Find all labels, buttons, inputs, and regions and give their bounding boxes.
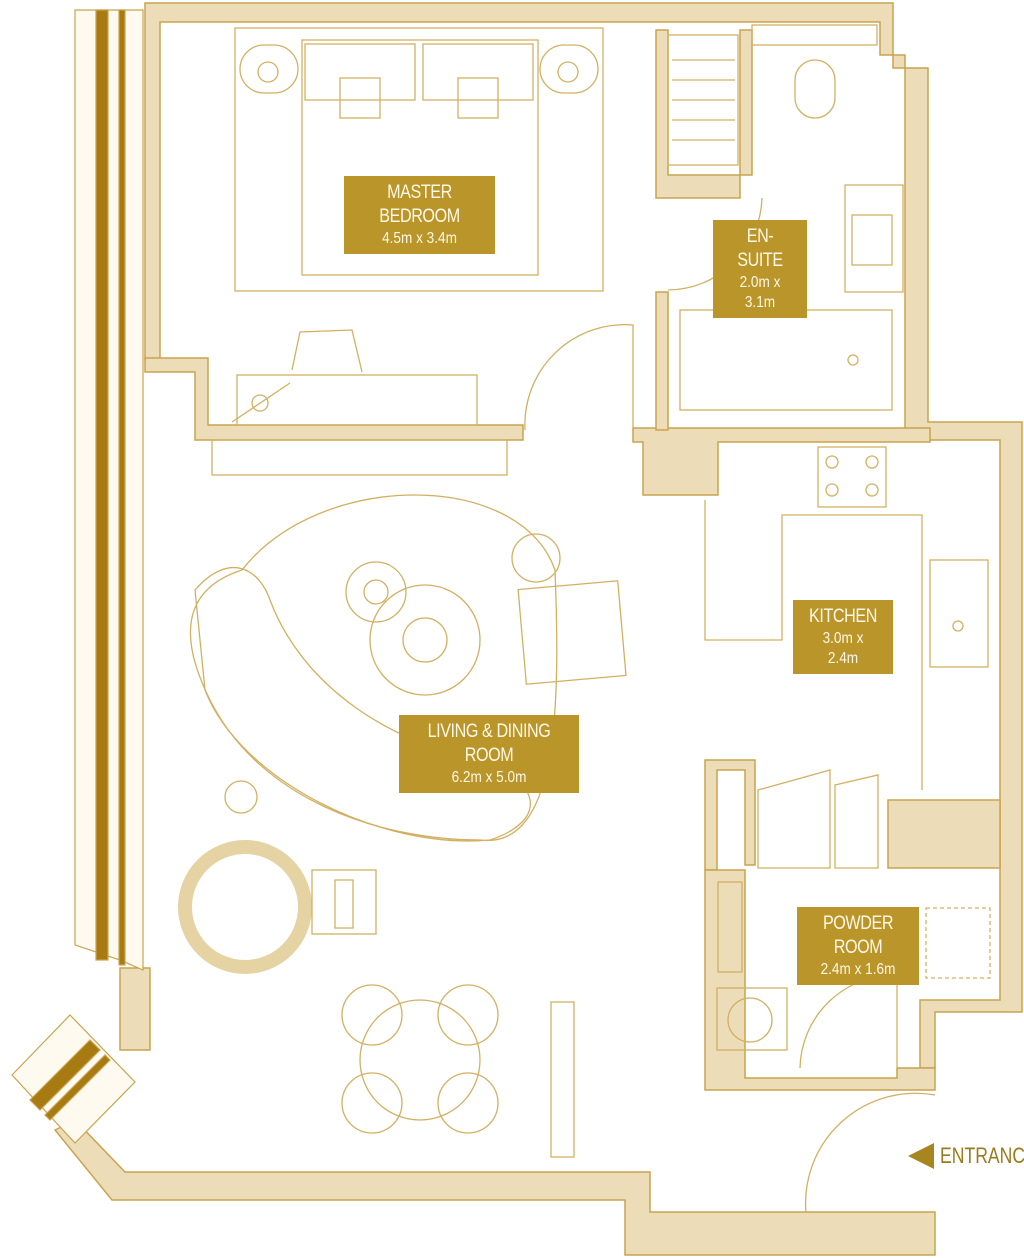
- bed-rug: [234, 27, 604, 292]
- room-label-living-dining: LIVING & DINING ROOM 6.2m x 5.0m: [399, 715, 579, 793]
- room-label-powder-room: POWDER ROOM 2.4m x 1.6m: [797, 907, 919, 985]
- window-wall: [11, 9, 144, 1144]
- walls: [53, 2, 1023, 1256]
- room-label-en-suite: EN-SUITE 2.0m x 3.1m: [713, 220, 807, 318]
- entrance-marker: ENTRANCE: [908, 1143, 1024, 1169]
- bed: [301, 39, 539, 276]
- room-size: 6.2m x 5.0m: [451, 768, 527, 786]
- round-table: [178, 840, 312, 974]
- bathtub: [679, 309, 893, 411]
- toilet: [794, 59, 836, 119]
- kitchen-counter: [704, 500, 923, 790]
- room-size: 2.4m x 1.6m: [820, 960, 896, 978]
- room-size: 4.5m x 3.4m: [382, 229, 457, 247]
- room-name: MASTER BEDROOM: [379, 182, 460, 227]
- room-size: 3.0m x 2.4m: [822, 629, 864, 667]
- desk: [236, 374, 478, 426]
- dining-table: [359, 999, 481, 1121]
- sideboard: [550, 1001, 575, 1158]
- room-size: 2.0m x 3.1m: [739, 273, 781, 311]
- sink: [929, 559, 989, 668]
- rug: [189, 494, 558, 841]
- room-name: LIVING & DINING ROOM: [427, 721, 551, 766]
- room-name: EN-SUITE: [737, 226, 783, 271]
- entrance-label: ENTRANCE: [940, 1143, 1024, 1168]
- console: [211, 439, 508, 476]
- room-label-kitchen: KITCHEN 3.0m x 2.4m: [793, 600, 893, 674]
- cooktop: [817, 446, 887, 508]
- room-label-master-bedroom: MASTER BEDROOM 4.5m x 3.4m: [344, 176, 495, 254]
- sofa: [194, 567, 531, 842]
- room-name: POWDER ROOM: [822, 913, 894, 958]
- room-name: KITCHEN: [809, 606, 877, 627]
- wardrobe: [667, 34, 739, 166]
- furniture: [178, 24, 991, 1214]
- vanity: [844, 184, 904, 293]
- armchair: [517, 580, 627, 685]
- arrow-left-icon: [908, 1143, 934, 1169]
- basin: [716, 987, 788, 1051]
